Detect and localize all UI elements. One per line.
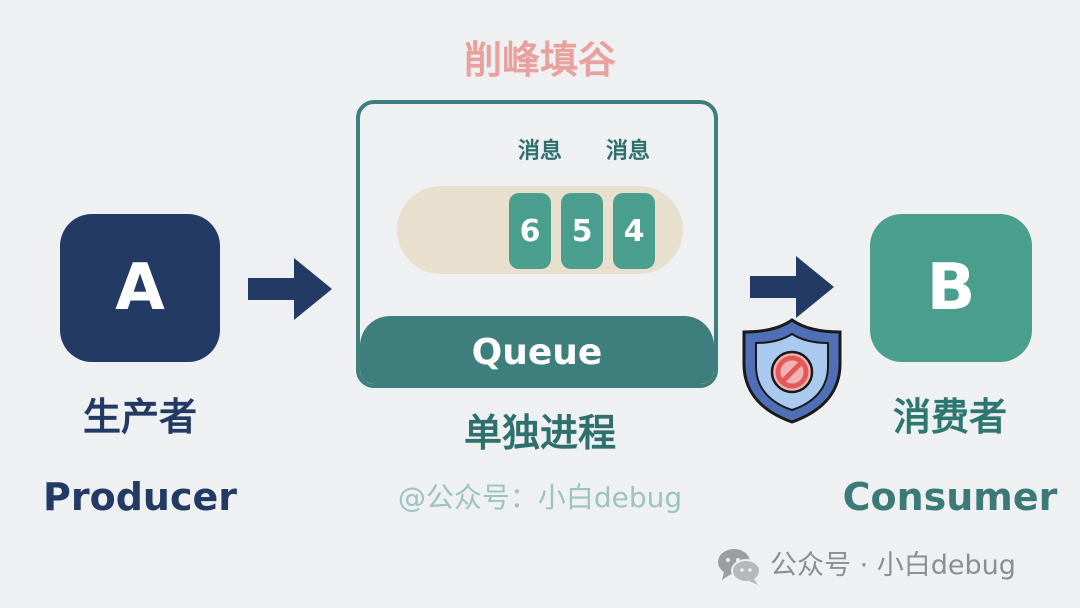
credit-text: @公众号：小白debug bbox=[397, 481, 683, 514]
watermark-text: 公众号 · 小白debug bbox=[770, 550, 1016, 581]
shield-block-icon bbox=[742, 318, 842, 424]
right-arrow-icon bbox=[750, 256, 834, 318]
watermark: 公众号 · 小白debug bbox=[716, 546, 1056, 586]
message-item: 4 bbox=[613, 193, 655, 269]
message-label: 消息 bbox=[517, 139, 562, 164]
producer-node: A bbox=[60, 214, 220, 362]
wechat-icon bbox=[718, 549, 761, 585]
message-item: 6 bbox=[509, 193, 551, 269]
queue-band: Queue bbox=[360, 316, 714, 384]
message-label: 消息 bbox=[605, 139, 650, 164]
producer-letter: A bbox=[115, 251, 165, 325]
producer-label-en: Producer bbox=[43, 475, 237, 519]
process-label: 单独进程 bbox=[463, 411, 616, 455]
consumer-node: B bbox=[870, 214, 1032, 362]
diagram-title: 削峰填谷 bbox=[463, 38, 616, 82]
queue-label: Queue bbox=[471, 331, 603, 373]
right-arrow-icon bbox=[248, 258, 332, 320]
consumer-label-cn: 消费者 bbox=[892, 395, 1007, 439]
message-item: 5 bbox=[561, 193, 603, 269]
producer-label-cn: 生产者 bbox=[82, 395, 197, 439]
consumer-label-en: Consumer bbox=[842, 475, 1058, 519]
consumer-letter: B bbox=[926, 251, 976, 325]
